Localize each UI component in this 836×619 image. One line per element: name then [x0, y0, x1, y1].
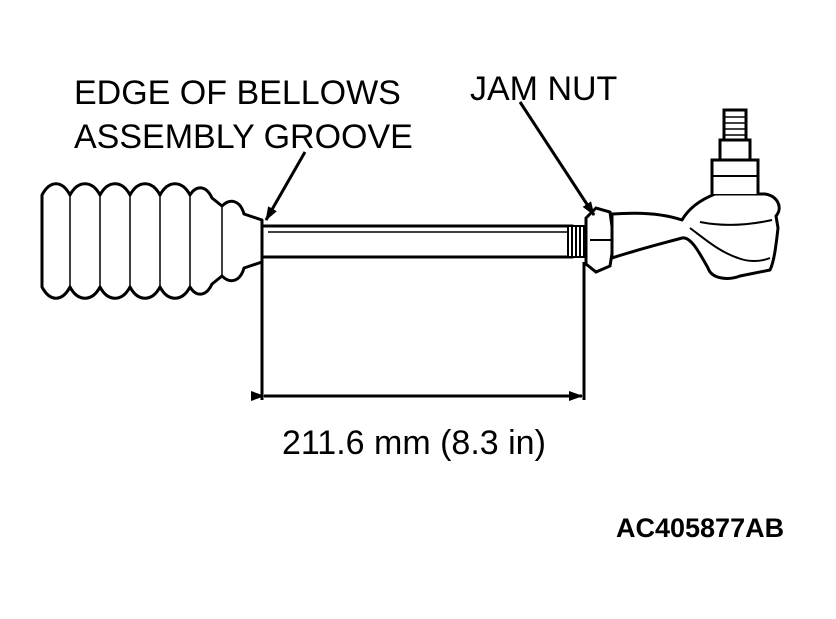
jam-nut-callout: JAM NUT	[470, 70, 618, 108]
jam-nut-leader	[518, 101, 596, 216]
threaded-section	[567, 225, 587, 258]
dimension-label: 211.6 mm (8.3 in)	[282, 424, 546, 462]
inner-tie-rod-shaft	[260, 224, 574, 259]
outer-tie-rod-end	[610, 192, 781, 280]
bellows-groove-leader	[264, 151, 307, 221]
ball-stud	[710, 108, 760, 194]
bellows-boot	[40, 182, 264, 300]
bellows-groove-callout-line2: ASSEMBLY GROOVE	[74, 118, 413, 156]
figure-id: AC405877AB	[616, 513, 785, 543]
jam-nut	[584, 206, 616, 274]
bellows-groove-callout-line1: EDGE OF BELLOWS	[74, 74, 401, 112]
